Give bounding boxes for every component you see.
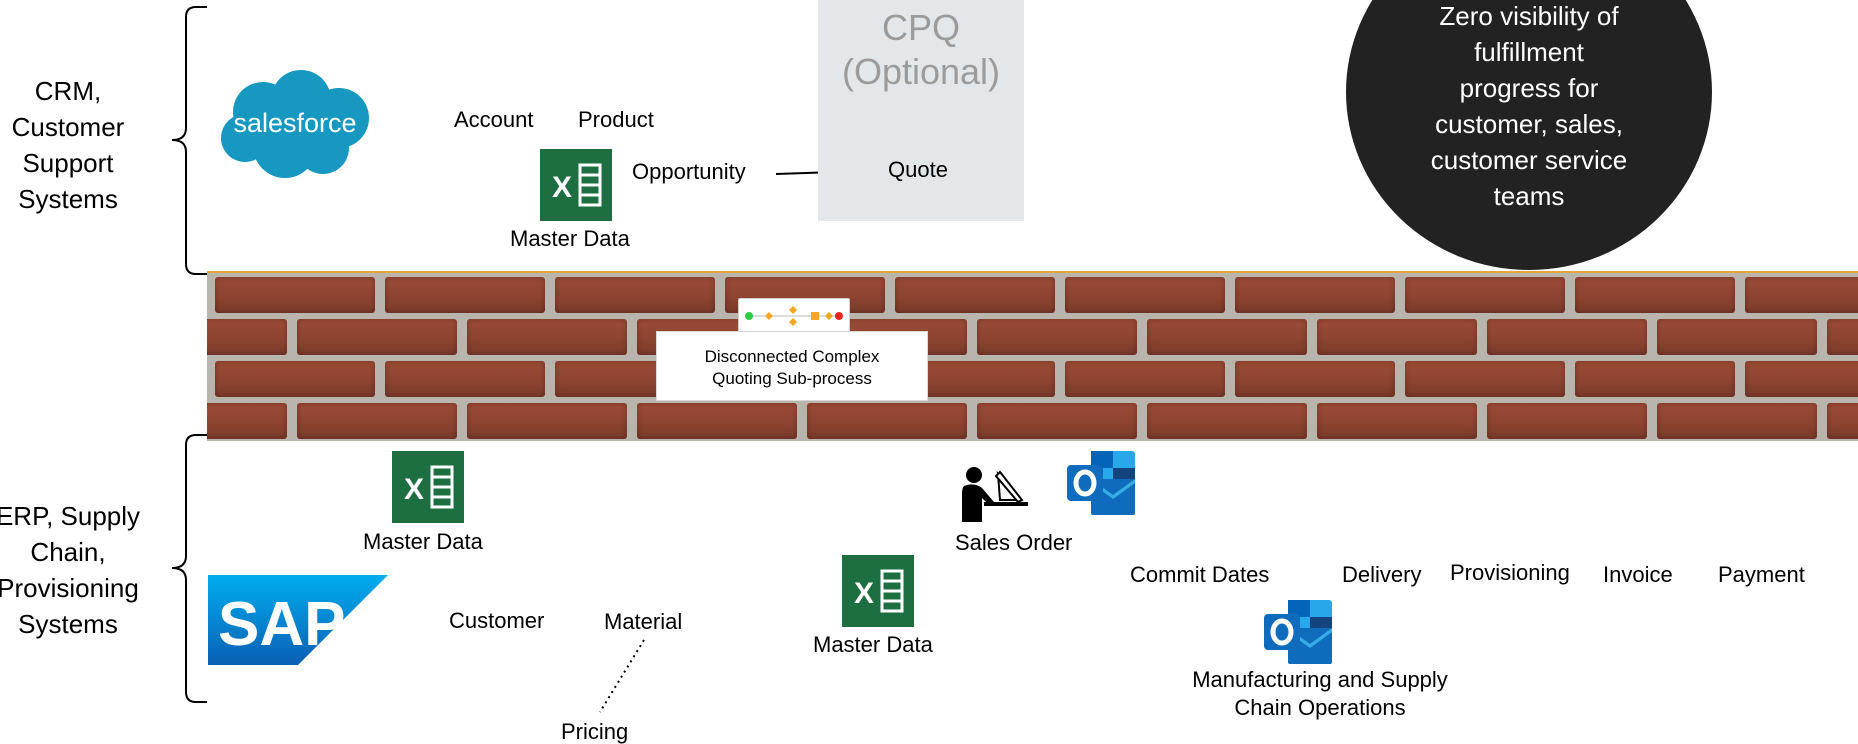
master-data-center-label: Master Data [813, 632, 933, 657]
master-data-top-label: Master Data [510, 226, 630, 251]
erp-systems-label: ERP, Supply Chain, Provisioning Systems [0, 501, 141, 639]
pricing-label: Pricing [561, 719, 629, 744]
brick [467, 403, 627, 439]
brick [1147, 319, 1307, 355]
brick [1657, 319, 1817, 355]
opportunity-label: Opportunity [632, 159, 746, 184]
commit-dates-label: Commit Dates [1130, 562, 1270, 587]
salesforce-wordmark: salesforce [233, 108, 356, 138]
brick [467, 319, 627, 355]
brick [385, 361, 545, 397]
brick [1317, 403, 1477, 439]
brick [1487, 319, 1647, 355]
brick [1235, 361, 1395, 397]
brick [1575, 277, 1735, 313]
crm-systems-label: CRM, Customer Support Systems [11, 76, 125, 214]
provisioning-label: Provisioning [1450, 560, 1570, 585]
excel-icon: X [392, 451, 464, 523]
brick [385, 277, 545, 313]
brick [1405, 277, 1565, 313]
customer-label: Customer [449, 608, 545, 633]
brick [807, 403, 967, 439]
brick [1575, 361, 1735, 397]
brick [1235, 277, 1395, 313]
brick [297, 319, 457, 355]
brick [1317, 319, 1477, 355]
svg-text:X: X [404, 473, 424, 506]
cpq-block: CPQ (Optional) Quote [818, 0, 1024, 221]
process-flow-thumbnail [738, 298, 850, 334]
payment-label: Payment [1718, 562, 1805, 587]
brick [1827, 403, 1858, 439]
sales-order-label: Sales Order [955, 530, 1073, 555]
cpq-title: CPQ (Optional) [841, 7, 1001, 92]
brick [297, 403, 457, 439]
invoice-label: Invoice [1603, 562, 1673, 587]
brick [1745, 277, 1858, 313]
top-brace [171, 6, 207, 275]
delivery-label: Delivery [1342, 562, 1422, 587]
outlook-icon [1065, 449, 1137, 517]
brick [1147, 403, 1307, 439]
svg-text:X: X [854, 577, 874, 610]
brick [977, 403, 1137, 439]
brick [1827, 319, 1858, 355]
brick [1065, 361, 1225, 397]
brick [1745, 361, 1858, 397]
visibility-callout-text: Zero visibility of fulfillment progress … [1430, 1, 1628, 211]
material-label: Material [604, 609, 683, 634]
outlook-icon [1262, 598, 1334, 666]
brick [1487, 403, 1647, 439]
user-at-computer-icon [960, 466, 1030, 522]
brick [1657, 403, 1817, 439]
brick [637, 403, 797, 439]
brick [215, 277, 375, 313]
brick [207, 403, 287, 439]
material-pricing-link [599, 639, 645, 713]
brick [895, 277, 1055, 313]
master-data-left-label: Master Data [363, 529, 483, 554]
salesforce-logo: salesforce [215, 66, 375, 182]
quote-label: Quote [888, 157, 948, 182]
quoting-subprocess-box: Disconnected Complex Quoting Sub-process [656, 331, 928, 401]
sap-wordmark: SAP [218, 590, 345, 659]
svg-text:X: X [552, 171, 572, 204]
excel-icon: X [540, 149, 612, 221]
brick [1405, 361, 1565, 397]
sap-logo: SAP [208, 575, 388, 665]
quoting-subprocess-label: Disconnected Complex Quoting Sub-process [704, 347, 880, 388]
brick [977, 319, 1137, 355]
brick [215, 361, 375, 397]
brick [207, 319, 287, 355]
bottom-brace [171, 434, 207, 703]
excel-icon: X [842, 555, 914, 627]
mfg-ops-label: Manufacturing and Supply Chain Operation… [1192, 667, 1448, 720]
brick-wall [207, 271, 1858, 441]
brick [555, 277, 715, 313]
account-label: Account [454, 107, 534, 132]
product-label: Product [578, 107, 654, 132]
brick [1065, 277, 1225, 313]
